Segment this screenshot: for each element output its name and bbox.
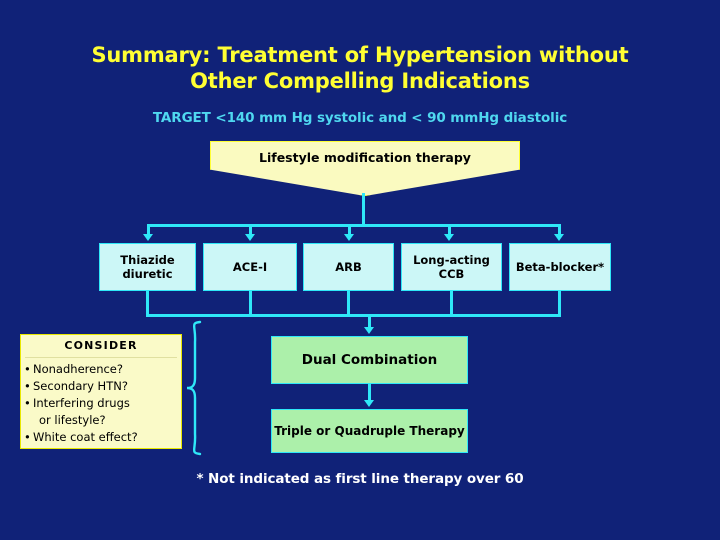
drug-box-thiazide[interactable]: Thiazide diuretic bbox=[99, 243, 196, 291]
connector-chevron-stem bbox=[362, 193, 365, 226]
dual-combination-box[interactable]: Dual Combination bbox=[271, 336, 468, 384]
consider-item-white-coat-label: White coat effect? bbox=[33, 430, 138, 444]
riser-betablocker bbox=[558, 291, 561, 317]
connector-bottom-bus bbox=[146, 314, 561, 317]
drug-box-acei[interactable]: ACE-I bbox=[203, 243, 297, 291]
connector-drop-ccb bbox=[448, 224, 451, 236]
consider-item-nonadherence: •Nonadherence? bbox=[24, 361, 180, 378]
drug-box-thiazide-label: Thiazide diuretic bbox=[120, 253, 175, 281]
consider-list: •Nonadherence? •Secondary HTN? •Interfer… bbox=[24, 361, 180, 446]
consider-item-secondary-htn-label: Secondary HTN? bbox=[33, 379, 128, 393]
page-title: Summary: Treatment of Hypertension witho… bbox=[91, 43, 629, 93]
consider-divider bbox=[25, 357, 177, 358]
riser-ccb bbox=[450, 291, 453, 317]
arrowhead-ccb bbox=[444, 234, 454, 241]
drug-box-betablocker-label: Beta-blocker* bbox=[515, 260, 605, 274]
target-subtitle: TARGET <140 mm Hg systolic and < 90 mmHg… bbox=[152, 110, 568, 126]
arrowhead-acei bbox=[245, 234, 255, 241]
bullet-icon: • bbox=[24, 379, 31, 393]
connector-top-bus bbox=[147, 224, 561, 227]
riser-arb bbox=[347, 291, 350, 317]
connector-drop-thiazide bbox=[147, 224, 150, 236]
curly-brace-icon bbox=[186, 320, 202, 456]
consider-item-secondary-htn: •Secondary HTN? bbox=[24, 378, 180, 395]
consider-item-interfering-drugs-line2: or lifestyle? bbox=[39, 413, 106, 427]
bullet-icon: • bbox=[24, 430, 31, 444]
drug-box-acei-label: ACE-I bbox=[232, 260, 268, 274]
drug-box-ccb[interactable]: Long-acting CCB bbox=[401, 243, 502, 291]
dual-combination-label: Dual Combination bbox=[301, 352, 438, 368]
consider-item-interfering-drugs-label: Interfering drugs bbox=[33, 396, 130, 410]
drug-box-ccb-label: Long-acting CCB bbox=[413, 253, 490, 281]
arrowhead-dual bbox=[364, 327, 374, 334]
bullet-icon: • bbox=[24, 396, 31, 410]
consider-box bbox=[20, 334, 182, 449]
consider-title: CONSIDER bbox=[64, 339, 138, 352]
arrowhead-betablocker bbox=[554, 234, 564, 241]
consider-item-nonadherence-label: Nonadherence? bbox=[33, 362, 123, 376]
connector-drop-betablocker bbox=[558, 224, 561, 236]
lifestyle-label: Lifestyle modification therapy bbox=[259, 150, 471, 165]
triple-quadruple-label: Triple or Quadruple Therapy bbox=[274, 424, 465, 438]
riser-acei bbox=[249, 291, 252, 317]
connector-dual-to-triple bbox=[368, 384, 371, 401]
connector-to-dual bbox=[368, 314, 371, 328]
drug-box-arb[interactable]: ARB bbox=[303, 243, 394, 291]
riser-thiazide bbox=[146, 291, 149, 317]
consider-item-white-coat: •White coat effect? bbox=[24, 429, 180, 446]
arrowhead-triple bbox=[364, 400, 374, 407]
connector-drop-acei bbox=[249, 224, 252, 236]
arrowhead-thiazide bbox=[143, 234, 153, 241]
bullet-icon: • bbox=[24, 362, 31, 376]
drug-box-betablocker[interactable]: Beta-blocker* bbox=[509, 243, 611, 291]
drug-box-arb-label: ARB bbox=[335, 260, 362, 274]
triple-quadruple-box[interactable]: Triple or Quadruple Therapy bbox=[271, 409, 468, 453]
footnote: * Not indicated as first line therapy ov… bbox=[196, 471, 524, 487]
consider-item-interfering-drugs: •Interfering drugs bbox=[24, 395, 180, 412]
connector-drop-arb bbox=[348, 224, 351, 236]
arrowhead-arb bbox=[344, 234, 354, 241]
